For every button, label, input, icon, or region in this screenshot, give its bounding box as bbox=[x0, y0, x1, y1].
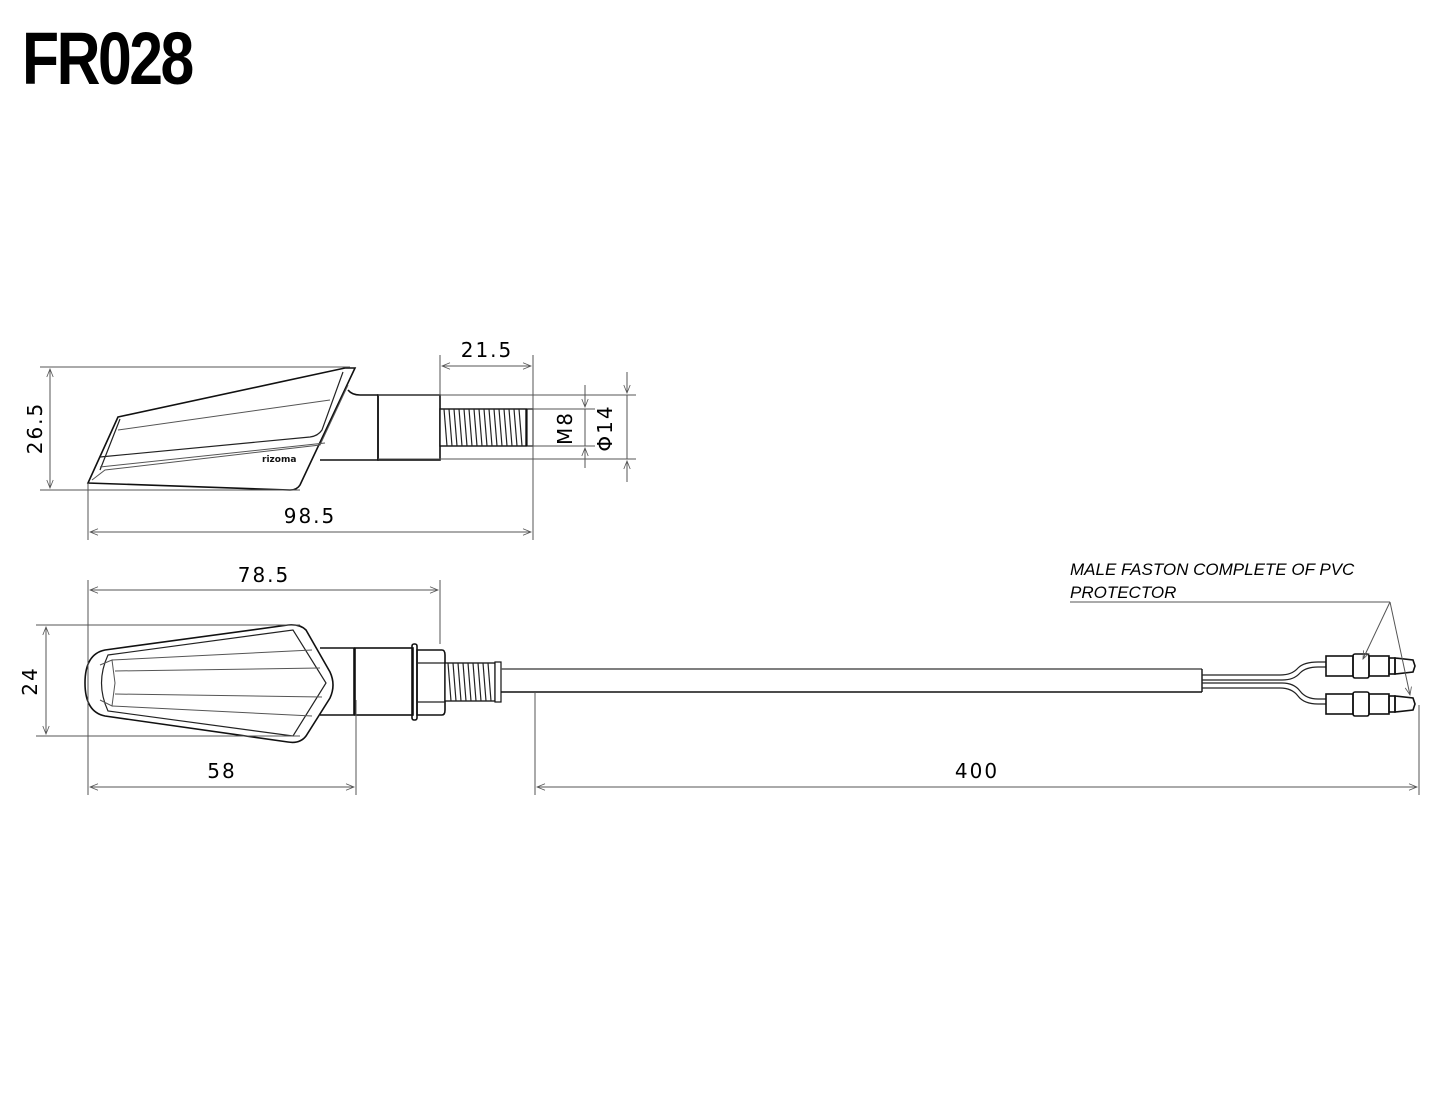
cable bbox=[501, 661, 1326, 705]
length-to-washer-dimension: 78.5 bbox=[238, 563, 291, 587]
lens-length-dimension: 58 bbox=[207, 759, 236, 783]
top-view: MALE FASTON COMPLETE OF PVC PROTECTOR 78… bbox=[18, 560, 1420, 795]
product-code-title: FR028 bbox=[22, 17, 194, 100]
faston-note-line2: PROTECTOR bbox=[1070, 583, 1176, 602]
width-dimension: 24 bbox=[18, 666, 42, 695]
height-dimension: 26.5 bbox=[23, 402, 47, 455]
thread-size-dimension: M8 bbox=[553, 411, 577, 445]
faston-connector-upper bbox=[1325, 653, 1416, 679]
side-view: rizoma 26.5 98.5 21.5 M8 Φ14 bbox=[23, 338, 636, 540]
cable-length-dimension: 400 bbox=[955, 759, 999, 783]
thread-stud-top bbox=[444, 661, 502, 703]
thread-length-dimension: 21.5 bbox=[461, 338, 514, 362]
faston-connector-lower bbox=[1325, 691, 1416, 717]
total-length-dimension: 98.5 bbox=[284, 504, 337, 528]
rizoma-logo: rizoma bbox=[262, 455, 296, 465]
lens-top-outline bbox=[84, 624, 334, 744]
diameter-dimension: Φ14 bbox=[593, 404, 617, 451]
thread-stud-side bbox=[439, 408, 534, 447]
faston-note-line1: MALE FASTON COMPLETE OF PVC bbox=[1070, 560, 1355, 579]
